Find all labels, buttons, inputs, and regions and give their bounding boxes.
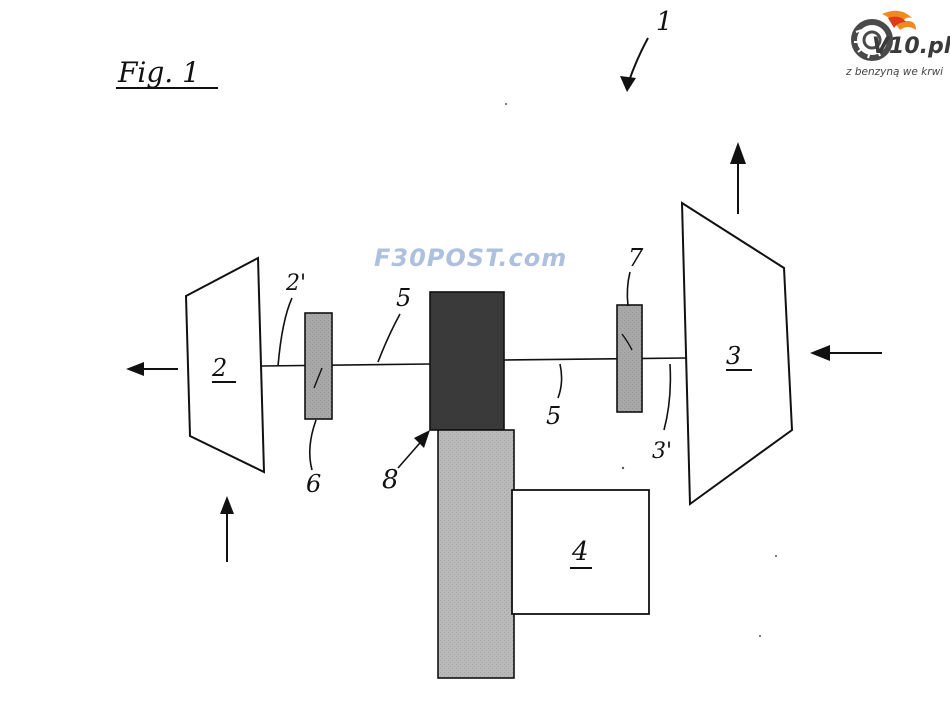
machine-upper-texture [430, 292, 504, 430]
coupling-left-leader [308, 419, 317, 471]
logo-tagline: z benzyną we krwi [846, 66, 944, 78]
scan-speck [621, 466, 625, 470]
logo-name: V10.pl [872, 34, 950, 59]
figure-title: Fig. 1 [117, 56, 200, 89]
label-coupling-left: 6 [306, 470, 321, 498]
label-machine: 8 [382, 465, 399, 495]
shaft-left [261, 363, 431, 367]
turbine-shaft-leader [663, 363, 672, 431]
coupling-left-texture [305, 313, 332, 419]
label-assembly: 1 [656, 7, 673, 37]
label-compressor-shaft: 2' [285, 271, 306, 296]
coupling-left-pointer [313, 367, 323, 389]
compressor-shaft-leader [277, 297, 293, 367]
label-turbine-shaft: 3' [652, 439, 672, 464]
scan-speck [759, 635, 761, 637]
generator-block [511, 489, 650, 615]
coupling-right-pointer [621, 333, 633, 351]
label-coupling-right: 7 [628, 244, 644, 272]
machine-lower-texture [438, 430, 514, 678]
assembly-arrowhead [620, 76, 636, 92]
tire-flame-icon [851, 10, 916, 61]
watermark: F30POST.com [374, 244, 568, 272]
label-compressor: 2 [211, 354, 227, 382]
shaft-lower-leader [557, 363, 563, 399]
inlet-arrowhead [220, 496, 234, 514]
assembly-leader-line [627, 37, 649, 85]
machine-arrowhead [414, 430, 430, 448]
label-shaft-lower: 5 [546, 402, 561, 430]
turbine-outlet-arrowhead [730, 142, 746, 164]
outlet-arrowhead [126, 362, 144, 376]
scan-speck [775, 555, 777, 557]
scan-speck [505, 103, 507, 105]
turbine-inlet-arrowhead [810, 345, 830, 361]
coupling-right-leader [626, 271, 631, 307]
site-logo[interactable]: V10.pl z benzyną we krwi [842, 8, 950, 86]
compressor-block [184, 256, 266, 474]
turbine-block [680, 201, 794, 506]
shaft-right [503, 357, 687, 361]
label-turbine: 3 [726, 342, 741, 370]
coupling-right-texture [617, 305, 642, 412]
label-shaft-upper: 5 [396, 284, 411, 312]
shaft-upper-leader [377, 313, 401, 363]
label-generator: 4 [571, 537, 589, 567]
